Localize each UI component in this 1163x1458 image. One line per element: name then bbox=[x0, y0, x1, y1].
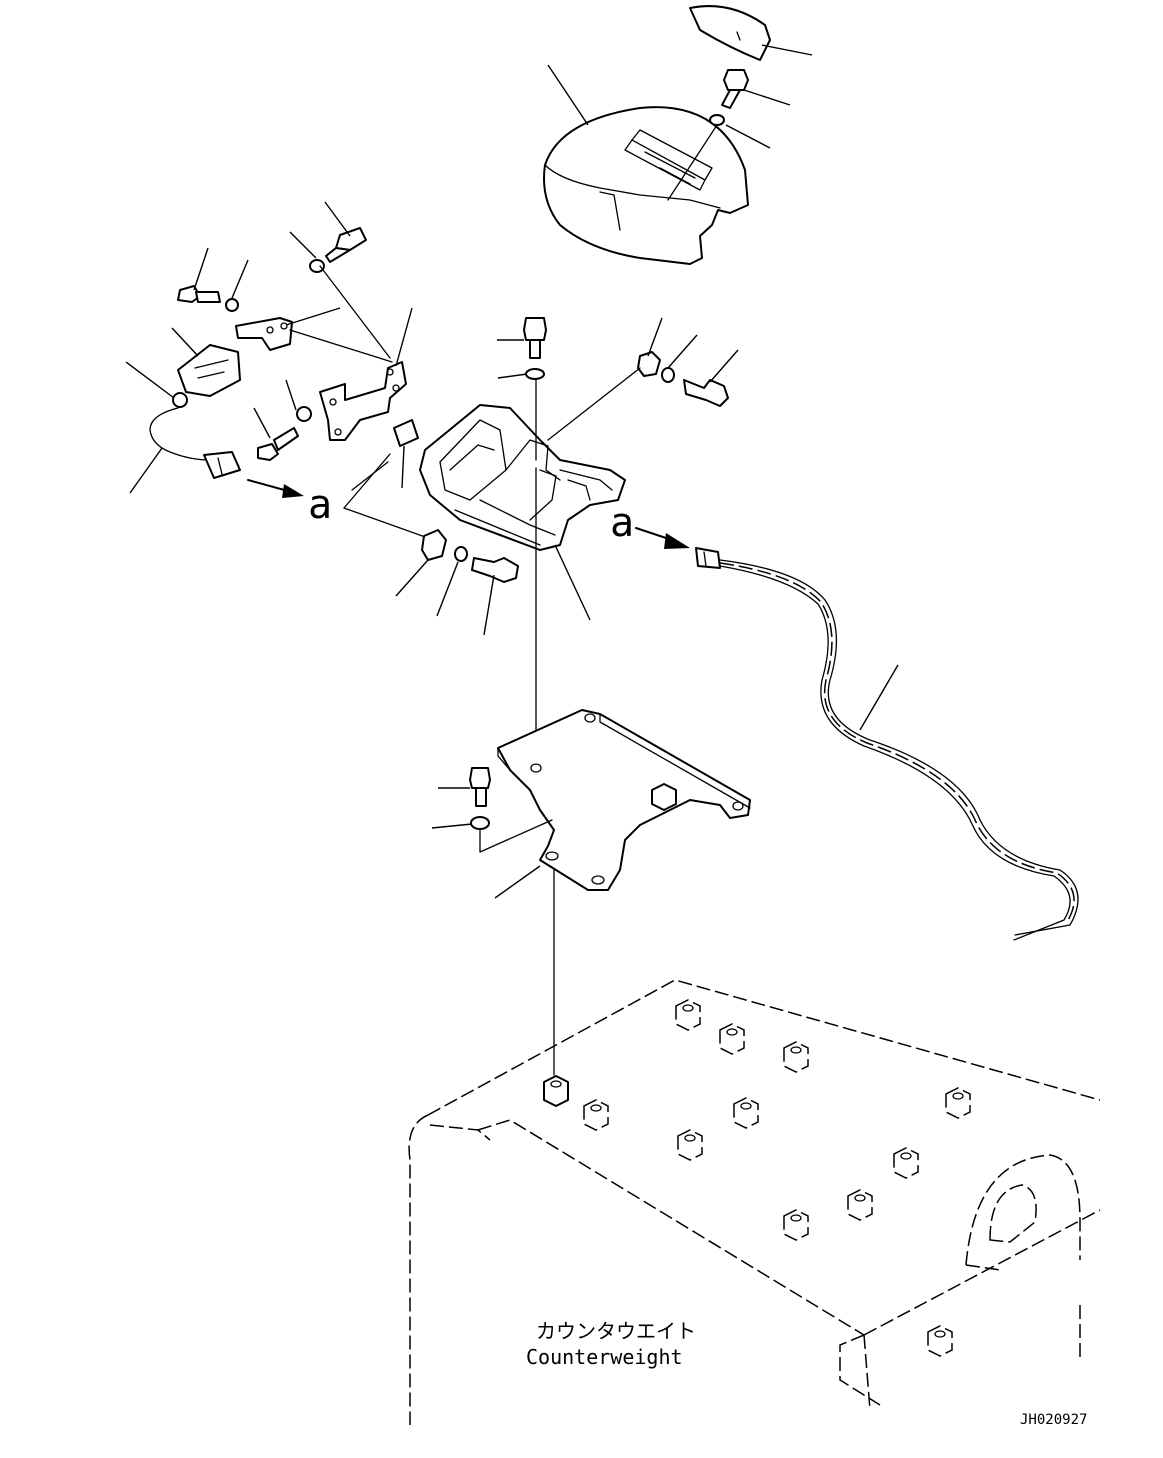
cover-housing bbox=[543, 106, 749, 265]
connection-arrow-left bbox=[247, 479, 304, 498]
counterweight-label-en: Counterweight bbox=[526, 1345, 683, 1369]
top-washer bbox=[709, 114, 725, 126]
counterweight bbox=[408, 979, 1101, 1425]
switch-unit bbox=[149, 344, 241, 479]
counterweight-label-jp: カウンタウエイト bbox=[536, 1319, 696, 1343]
base-bolt bbox=[469, 767, 491, 830]
ref-marker-left: a bbox=[308, 482, 332, 528]
center-bracket bbox=[419, 404, 626, 551]
spacer-block bbox=[393, 419, 419, 447]
ref-marker-right: a bbox=[610, 500, 634, 546]
left-bolts bbox=[177, 227, 367, 461]
drawing-code: JH020927 bbox=[1020, 1412, 1087, 1428]
connection-arrow-right bbox=[635, 527, 690, 549]
top-bolt bbox=[721, 69, 749, 109]
wiring-harness bbox=[695, 547, 1079, 941]
bracket-bolt-top bbox=[523, 317, 547, 380]
base-plate bbox=[497, 709, 751, 891]
counterweight-bosses bbox=[543, 999, 971, 1357]
bracket-bolt-lower bbox=[421, 529, 519, 583]
bracket-bolt-right bbox=[637, 351, 729, 407]
small-bracket bbox=[235, 317, 293, 351]
mounting-plate bbox=[319, 361, 407, 441]
top-cap bbox=[689, 5, 771, 61]
